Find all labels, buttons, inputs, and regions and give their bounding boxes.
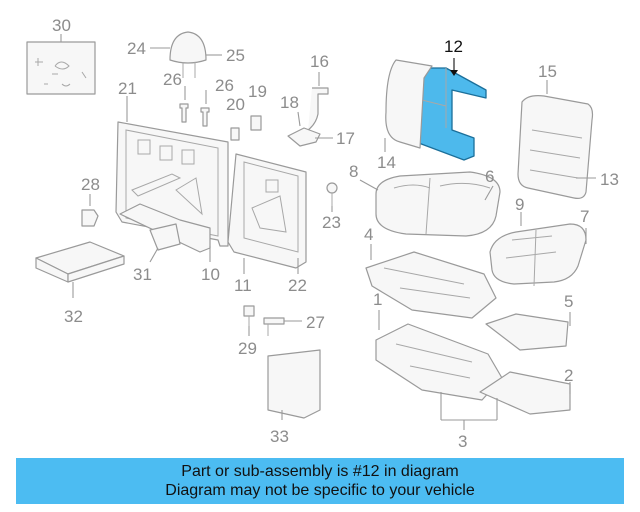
part-30-fastener-kit bbox=[26, 41, 96, 95]
label-8: 8 bbox=[349, 162, 358, 181]
part-11-seat-back-frame bbox=[227, 153, 307, 269]
label-6: 6 bbox=[485, 167, 494, 186]
part-9-cushion-cover bbox=[489, 223, 587, 287]
label-21: 21 bbox=[118, 79, 137, 98]
label-20: 20 bbox=[226, 95, 245, 114]
part-31-pad bbox=[35, 241, 125, 283]
label-24: 24 bbox=[127, 39, 146, 58]
part-15-seat-back-cover bbox=[517, 95, 594, 199]
label-15: 15 bbox=[538, 62, 557, 81]
label-29: 29 bbox=[238, 339, 257, 358]
label-28: 28 bbox=[81, 175, 100, 194]
part-5-side-trim bbox=[485, 313, 569, 351]
label-5: 5 bbox=[564, 292, 573, 311]
label-33: 33 bbox=[270, 427, 289, 446]
part-12-armrest-highlighted bbox=[415, 67, 487, 161]
label-17: 17 bbox=[336, 129, 355, 148]
label-12: 12 bbox=[444, 37, 463, 56]
part-16-release-cable bbox=[307, 87, 329, 131]
label-10: 10 bbox=[201, 265, 220, 284]
part-28-clip bbox=[81, 209, 99, 227]
part-20-clip bbox=[230, 127, 240, 141]
part-6-seat-cushion bbox=[375, 171, 501, 237]
part-1-lower-pad bbox=[375, 323, 503, 401]
part-29-clip bbox=[243, 305, 255, 326]
part-32-bracket bbox=[149, 223, 181, 251]
label-26b: 26 bbox=[215, 76, 234, 95]
label-27: 27 bbox=[306, 313, 325, 332]
label-4: 4 bbox=[364, 225, 373, 244]
part-17-latch bbox=[287, 127, 321, 147]
part-33-trim-panel bbox=[267, 349, 321, 419]
label-1: 1 bbox=[373, 290, 382, 309]
label-26a: 26 bbox=[163, 70, 182, 89]
label-2: 2 bbox=[564, 366, 573, 385]
banner-line-2: Diagram may not be specific to your vehi… bbox=[165, 482, 475, 499]
label-31: 32 bbox=[64, 307, 83, 326]
label-13: 13 bbox=[600, 170, 619, 189]
part-14-seat-back bbox=[385, 59, 433, 149]
label-11: 11 bbox=[234, 276, 252, 295]
label-22: 22 bbox=[288, 276, 307, 295]
label-30: 30 bbox=[52, 16, 71, 35]
part-27-bolt bbox=[263, 317, 285, 336]
label-3: 3 bbox=[458, 432, 467, 451]
label-32: 31 bbox=[133, 265, 152, 284]
part-24-headrest bbox=[169, 31, 207, 78]
part-2-lower-side bbox=[479, 371, 571, 415]
label-18: 18 bbox=[280, 93, 299, 112]
label-7: 7 bbox=[580, 207, 589, 226]
part-26-headrest-guides bbox=[179, 103, 210, 127]
part-info-banner: Part or sub-assembly is #12 in diagram D… bbox=[16, 458, 624, 504]
part-19-bracket bbox=[250, 115, 262, 131]
part-4-cushion-pad bbox=[365, 251, 497, 319]
label-23: 23 bbox=[322, 213, 341, 232]
label-25: 25 bbox=[226, 46, 245, 65]
label-16: 16 bbox=[310, 52, 329, 71]
label-14: 14 bbox=[377, 153, 396, 172]
label-19: 19 bbox=[248, 82, 267, 101]
banner-line-1: Part or sub-assembly is #12 in diagram bbox=[181, 463, 459, 480]
parts-diagram: 30 24 25 26 26 21 20 19 16 17 18 bbox=[26, 16, 619, 451]
label-9: 9 bbox=[515, 195, 524, 214]
part-23-clip bbox=[326, 182, 338, 206]
